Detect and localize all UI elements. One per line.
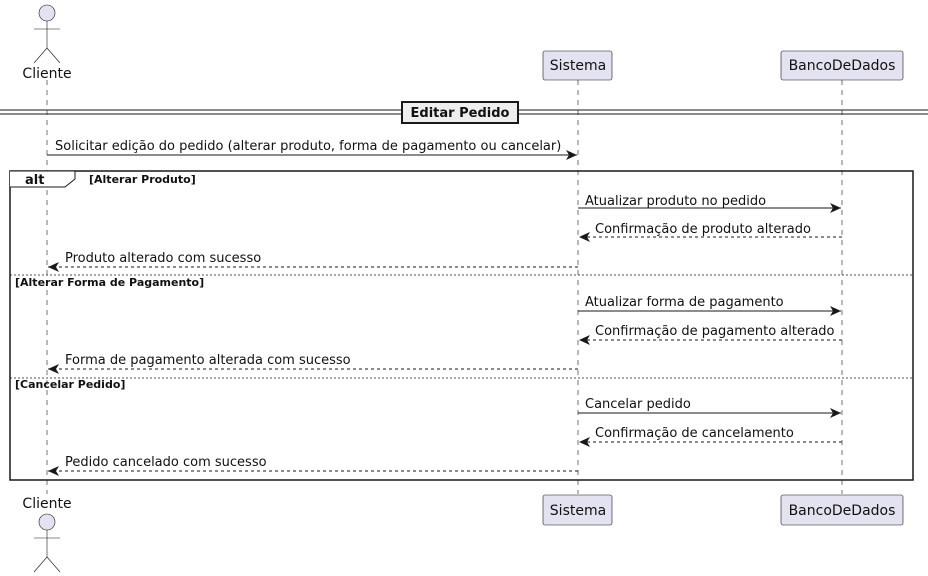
participant-label: BancoDeDados [789,503,896,519]
message-label: Pedido cancelado com sucesso [65,455,267,470]
message-produto-sucesso: Produto alterado com sucesso [48,251,578,272]
message-label: Confirmação de cancelamento [595,426,794,441]
message-confirmacao-cancelamento: Confirmação de cancelamento [579,426,842,447]
message-atualizar-produto: Atualizar produto no pedido [578,194,841,213]
guard-alterar-produto: [Alterar Produto] [89,173,196,186]
message-label: Confirmação de produto alterado [595,222,811,237]
actor-person-icon [33,4,61,64]
actor-cliente-top: Cliente [22,4,72,82]
participant-banco-bottom: BancoDeDados [780,494,904,526]
message-solicitar-edicao: Solicitar edição do pedido (alterar prod… [47,139,577,160]
message-cancelado-sucesso: Pedido cancelado com sucesso [48,455,578,476]
participant-banco-top: BancoDeDados [780,50,904,81]
guard-cancelar-pedido: [Cancelar Pedido] [15,378,125,391]
message-label: Forma de pagamento alterada com sucesso [65,353,351,368]
divider-label: Editar Pedido [411,106,510,121]
alt-fragment: alt [9,170,914,481]
participant-label: Sistema [550,503,606,519]
actor-cliente-bottom: Cliente [22,496,72,573]
participant-sistema-top: Sistema [542,50,613,81]
divider-editar-pedido: Editar Pedido [0,101,928,124]
guard-alterar-pagamento: [Alterar Forma de Pagamento] [15,276,204,289]
message-atualizar-pagamento: Atualizar forma de pagamento [578,295,841,316]
message-cancelar-pedido: Cancelar pedido [578,397,841,418]
message-label: Confirmação de pagamento alterado [595,324,835,339]
message-label: Produto alterado com sucesso [65,251,261,266]
message-label: Atualizar produto no pedido [585,194,766,209]
alt-keyword: alt [25,173,44,188]
actor-person-icon [33,513,61,573]
actor-label: Cliente [22,66,71,82]
participant-sistema-bottom: Sistema [542,494,613,526]
message-pagamento-sucesso: Forma de pagamento alterada com sucesso [48,353,578,374]
message-confirmacao-pagamento: Confirmação de pagamento alterado [579,324,842,345]
message-label: Solicitar edição do pedido (alterar prod… [55,139,561,154]
participant-label: Sistema [550,58,606,74]
message-confirmacao-produto: Confirmação de produto alterado [579,222,842,242]
participant-label: BancoDeDados [789,58,896,74]
actor-label: Cliente [22,496,71,512]
message-label: Cancelar pedido [585,397,691,412]
message-label: Atualizar forma de pagamento [585,295,784,310]
